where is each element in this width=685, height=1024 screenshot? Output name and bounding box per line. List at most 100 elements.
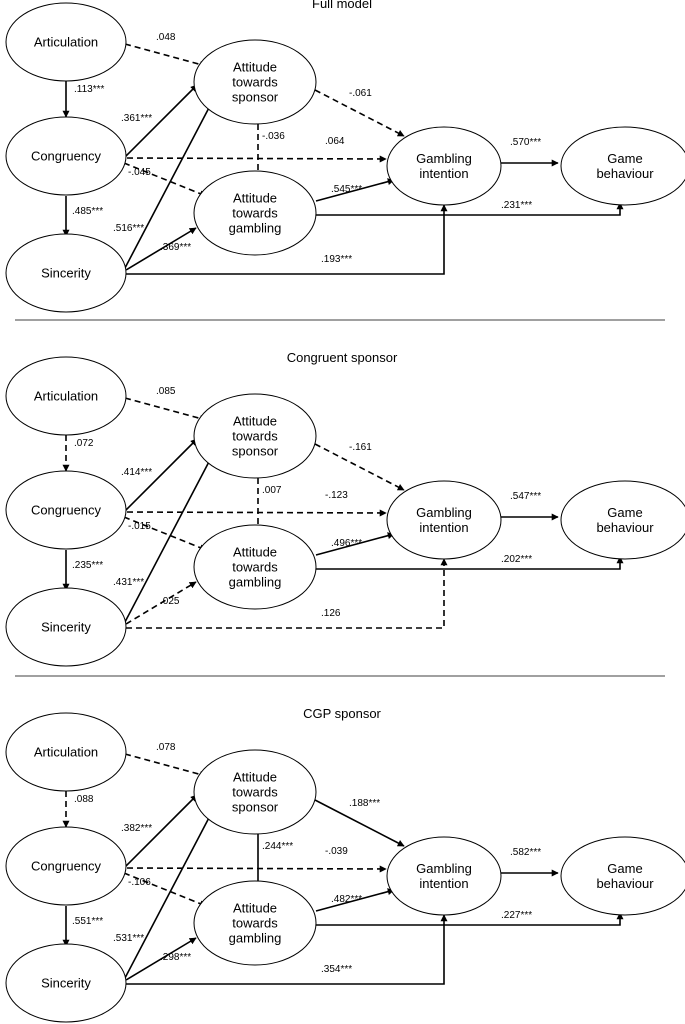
path-con-sp bbox=[125, 84, 198, 157]
path-sin-int bbox=[126, 558, 448, 629]
node-ellipse bbox=[5, 233, 127, 313]
path-con-sp bbox=[125, 438, 198, 511]
node-label: Attitude bbox=[233, 545, 277, 560]
coef-art-sp: .078 bbox=[156, 742, 176, 753]
panel-1: Congruent sponsor ArticulationCongruencyS… bbox=[5, 350, 685, 667]
node-label: Attitude bbox=[233, 191, 277, 206]
path-gam-int bbox=[315, 178, 395, 202]
path-art-sp bbox=[124, 397, 207, 422]
node-ellipse bbox=[193, 880, 317, 966]
coef-sp-gam: .007 bbox=[262, 485, 282, 496]
path-sp-int bbox=[314, 799, 405, 847]
node-congruency: Congruency bbox=[5, 826, 127, 906]
coef-sin-sp: .531*** bbox=[113, 933, 144, 944]
path-sp-int bbox=[314, 89, 405, 137]
coef-con-sp: .382*** bbox=[121, 823, 152, 834]
node-ellipse bbox=[560, 480, 685, 560]
node-ellipse bbox=[193, 170, 317, 256]
node-label: Sincerity bbox=[41, 620, 91, 635]
node-label: Gambling bbox=[416, 861, 472, 876]
coef-sp-int: .188*** bbox=[349, 798, 380, 809]
node-label: sponsor bbox=[232, 90, 279, 105]
path-con-sp bbox=[125, 794, 198, 867]
path-con-gam bbox=[123, 516, 207, 551]
coef-con-int: -.039 bbox=[325, 846, 348, 857]
path-gam-beh bbox=[316, 912, 624, 926]
node-ellipse bbox=[193, 393, 317, 479]
path-gam-int bbox=[315, 532, 395, 556]
node-label: Articulation bbox=[34, 745, 98, 760]
coef-con-int: -.123 bbox=[325, 490, 348, 501]
node-label: towards bbox=[232, 560, 278, 575]
coef-sin-gam: .369*** bbox=[160, 242, 191, 253]
node-label: intention bbox=[419, 520, 468, 535]
coef-sin-sp: .516*** bbox=[113, 223, 144, 234]
path-con-gam bbox=[123, 872, 207, 907]
coef-gam-int: .545*** bbox=[331, 184, 362, 195]
coef-con-gam: -.045 bbox=[128, 167, 151, 178]
node-ellipse bbox=[5, 587, 127, 667]
path-sin-int bbox=[126, 204, 448, 275]
node-label: towards bbox=[232, 75, 278, 90]
coef-sp-int: -.161 bbox=[349, 442, 372, 453]
coef-sin-gam: .298*** bbox=[160, 952, 191, 963]
panel-title: Congruent sponsor bbox=[287, 350, 398, 365]
node-label: behaviour bbox=[596, 876, 654, 891]
path-con-gam bbox=[123, 162, 207, 197]
node-label: towards bbox=[232, 429, 278, 444]
node-ellipse bbox=[560, 836, 685, 916]
coef-art-con: .113*** bbox=[74, 84, 105, 95]
coef-gam-beh: .231*** bbox=[501, 200, 532, 211]
node-label: Game bbox=[607, 505, 642, 520]
coef-sp-int: -.061 bbox=[349, 88, 372, 99]
node-articulation: Articulation bbox=[5, 356, 127, 436]
coef-con-gam: -.015 bbox=[128, 521, 151, 532]
path-sp-int bbox=[314, 443, 405, 491]
node-sincerity: Sincerity bbox=[5, 943, 127, 1023]
path-sin-sp bbox=[124, 811, 213, 979]
panel-title: CGP sponsor bbox=[303, 706, 381, 721]
path-sin-int bbox=[126, 914, 448, 985]
coef-sin-int: .126 bbox=[321, 608, 341, 619]
coef-con-sp: .361*** bbox=[121, 113, 152, 124]
coef-art-sp: .085 bbox=[156, 386, 176, 397]
coef-con-int: .064 bbox=[325, 136, 345, 147]
node-label: gambling bbox=[229, 575, 282, 590]
node-ellipse bbox=[5, 712, 127, 792]
path-gam-int bbox=[315, 888, 395, 912]
node-label: towards bbox=[232, 916, 278, 931]
path-gam-beh bbox=[316, 556, 624, 570]
coef-sin-gam: .025 bbox=[160, 596, 180, 607]
node-label: sponsor bbox=[232, 800, 279, 815]
node-congruency: Congruency bbox=[5, 470, 127, 550]
node-ellipse bbox=[5, 2, 127, 82]
node-sincerity: Sincerity bbox=[5, 587, 127, 667]
node-label: towards bbox=[232, 206, 278, 221]
node-ellipse bbox=[193, 39, 317, 125]
node-label: Game bbox=[607, 861, 642, 876]
node-sincerity: Sincerity bbox=[5, 233, 127, 313]
node-label: Articulation bbox=[34, 35, 98, 50]
coef-art-con: .088 bbox=[74, 794, 94, 805]
coef-art-con: .072 bbox=[74, 438, 94, 449]
coef-sp-gam: -.036 bbox=[262, 131, 285, 142]
coef-con-sin: .235*** bbox=[72, 560, 103, 571]
node-label: Attitude bbox=[233, 901, 277, 916]
node-articulation: Articulation bbox=[5, 2, 127, 82]
coef-con-sp: .414*** bbox=[121, 467, 152, 478]
coef-con-sin: .551*** bbox=[72, 916, 103, 927]
node-ellipse bbox=[5, 470, 127, 550]
node-label: gambling bbox=[229, 931, 282, 946]
node-ellipse bbox=[5, 356, 127, 436]
node-label: Attitude bbox=[233, 414, 277, 429]
path-con-int bbox=[126, 155, 387, 163]
coef-sin-int: .193*** bbox=[321, 254, 352, 265]
node-label: intention bbox=[419, 876, 468, 891]
path-sin-sp bbox=[124, 455, 213, 623]
